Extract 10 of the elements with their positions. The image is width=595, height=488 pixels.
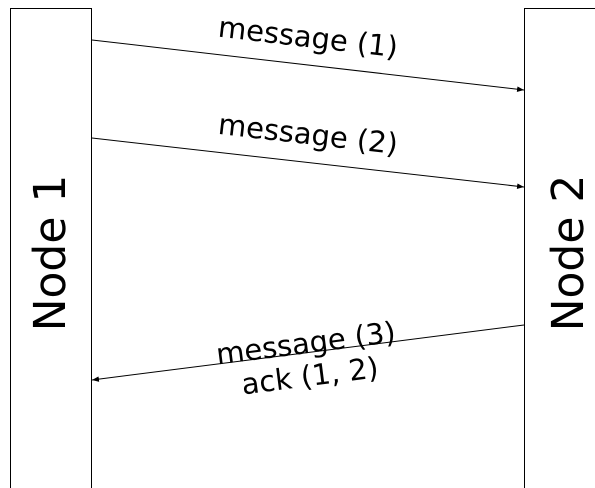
message-arrow [92,324,524,382]
lifeline-bar [524,8,595,488]
edge-label: message (2) [215,106,401,164]
edge-label: message (3) ack (1, 2) [213,314,399,404]
message-arrow [92,138,524,189]
edge-label: message (1) [215,8,401,66]
lifeline-bar [10,8,92,488]
lifeline-label: Node 1 [29,174,73,332]
message-arrow [92,40,524,92]
lifeline-label: Node 2 [547,174,591,332]
